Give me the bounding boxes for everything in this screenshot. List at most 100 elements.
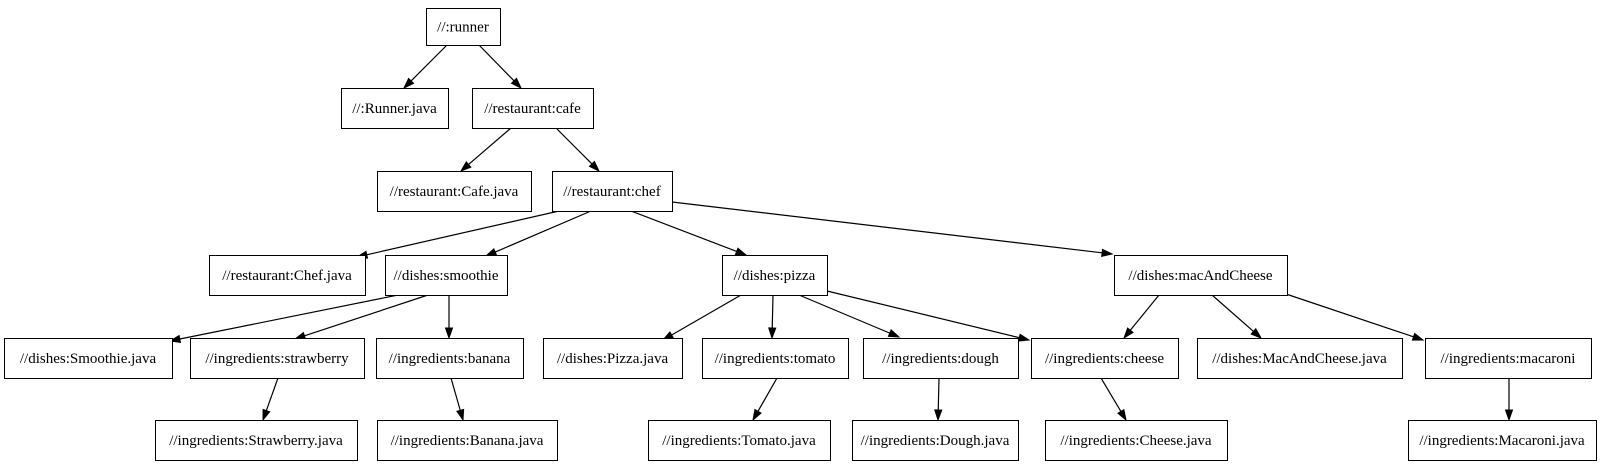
graph-edge-cafe-to-chef [555, 127, 601, 173]
graph-node-tomato: //ingredients:tomato [702, 338, 849, 379]
arrowhead-icon [734, 247, 748, 256]
node-label: //ingredients:Cheese.java [1060, 433, 1212, 449]
graph-node-mac: //dishes:macAndCheese [1114, 255, 1288, 296]
graph-edge-mac-to-mac_java [1211, 294, 1263, 339]
graph-edge-smoothie-to-smoothie_java [168, 294, 399, 344]
arrowhead-icon [444, 327, 454, 340]
node-box [341, 88, 449, 129]
arrowhead-icon [459, 160, 472, 172]
node-box [209, 255, 366, 296]
node-label: //ingredients:Dough.java [861, 433, 1010, 449]
node-box [863, 338, 1019, 379]
arrowhead-icon [1411, 332, 1425, 341]
node-label: //dishes:smoothie [394, 268, 499, 284]
node-label: //dishes:Smoothie.java [20, 351, 157, 367]
node-box [472, 88, 594, 129]
graph-edge-chef-to-chef_java [355, 210, 560, 259]
graph-node-strawberry: //ingredients:strawberry [190, 338, 365, 379]
arrowhead-icon [510, 77, 523, 90]
graph-edge-strawberry-to-strawberry_java [262, 377, 279, 422]
graph-node-chef: //restaurant:chef [552, 171, 673, 212]
node-label: //ingredients:cheese [1045, 351, 1164, 367]
node-label: //ingredients:Banana.java [391, 433, 544, 449]
graph-node-banana_java: //ingredients:Banana.java [377, 420, 558, 461]
arrowhead-icon [752, 408, 762, 422]
node-box [190, 338, 365, 379]
arrowhead-icon [402, 77, 415, 90]
node-label: //ingredients:dough [882, 351, 999, 367]
arrowhead-icon [768, 327, 777, 340]
graph-edge-pizza-to-tomato [768, 294, 777, 340]
node-label: //ingredients:strawberry [205, 351, 349, 367]
arrowhead-icon [1117, 408, 1127, 422]
graph-node-macaroni_java: //ingredients:Macaroni.java [1408, 420, 1597, 461]
graph-node-macaroni: //ingredients:macaroni [1425, 338, 1592, 379]
node-box [426, 8, 501, 46]
graph-edge-pizza-to-cheese [826, 290, 1031, 342]
graph-edge-macaroni-to-macaroni_java [1504, 378, 1514, 422]
node-label: //restaurant:Cafe.java [390, 184, 519, 200]
node-box [1197, 338, 1403, 379]
graph-node-strawberry_java: //ingredients:Strawberry.java [155, 420, 358, 461]
node-label: //:Runner.java [352, 101, 437, 117]
graph-node-pizza: //dishes:pizza [722, 255, 828, 296]
graph-edge-runner-to-cafe [478, 44, 523, 90]
arrowhead-icon [1017, 333, 1031, 342]
arrowhead-icon [588, 160, 601, 173]
graph-node-smoothie_java: //dishes:Smoothie.java [4, 338, 173, 379]
node-box [648, 420, 831, 461]
arrowhead-icon [484, 247, 498, 257]
graph-node-runner_java: //:Runner.java [341, 88, 449, 129]
node-box [376, 338, 524, 379]
graph-node-cafe: //restaurant:cafe [472, 88, 594, 129]
node-box [377, 171, 532, 212]
graph-edge-chef-to-smoothie [484, 210, 592, 257]
node-box [385, 255, 508, 296]
graph-node-smoothie: //dishes:smoothie [385, 255, 508, 296]
graph-node-chef_java: //restaurant:Chef.java [209, 255, 366, 296]
graph-edge-cafe-to-cafe_java [459, 127, 512, 172]
graph-edge-mac-to-macaroni [1285, 293, 1425, 341]
node-label: //ingredients:banana [389, 351, 511, 367]
node-box [1408, 420, 1597, 461]
node-label: //ingredients:Macaroni.java [1419, 433, 1585, 449]
graph-node-cheese_java: //ingredients:Cheese.java [1045, 420, 1228, 461]
node-label: //dishes:Pizza.java [557, 351, 669, 367]
graph-edge-smoothie-to-strawberry [293, 294, 429, 340]
graph-node-cafe_java: //restaurant:Cafe.java [377, 171, 532, 212]
node-box [1114, 255, 1288, 296]
graph-edge-banana-to-banana_java [450, 377, 465, 422]
graph-node-tomato_java: //ingredients:Tomato.java [648, 420, 831, 461]
node-box [722, 255, 828, 296]
node-label: //ingredients:Tomato.java [662, 433, 816, 449]
node-label: //restaurant:chef [563, 184, 660, 200]
graph-edge-chef-to-mac [671, 201, 1114, 257]
node-label: //dishes:MacAndCheese.java [1212, 351, 1387, 367]
node-box [377, 420, 558, 461]
graph-edge-pizza-to-dough [798, 294, 901, 338]
arrowhead-icon [1101, 248, 1114, 257]
node-label: //ingredients:Strawberry.java [169, 433, 343, 449]
arrowhead-icon [887, 329, 901, 338]
node-label: //ingredients:tomato [715, 351, 836, 367]
arrowhead-icon [1123, 327, 1134, 340]
node-box [1031, 338, 1179, 379]
node-label: //dishes:pizza [734, 268, 816, 284]
node-box [702, 338, 849, 379]
node-label: //ingredients:macaroni [1441, 351, 1576, 367]
node-label: //restaurant:Chef.java [222, 268, 352, 284]
node-box [1045, 420, 1228, 461]
node-box [543, 338, 683, 379]
graph-node-dough: //ingredients:dough [863, 338, 1019, 379]
node-label: //restaurant:cafe [484, 101, 581, 117]
node-box [1425, 338, 1592, 379]
graph-edge-dough-to-dough_java [934, 377, 943, 422]
graph-edge-pizza-to-pizza_java [661, 294, 742, 341]
node-box [155, 420, 358, 461]
node-box [852, 420, 1019, 461]
arrowhead-icon [456, 408, 465, 422]
graph-edge-mac-to-cheese [1123, 294, 1160, 340]
graph-edge-tomato-to-tomato_java [752, 377, 778, 422]
